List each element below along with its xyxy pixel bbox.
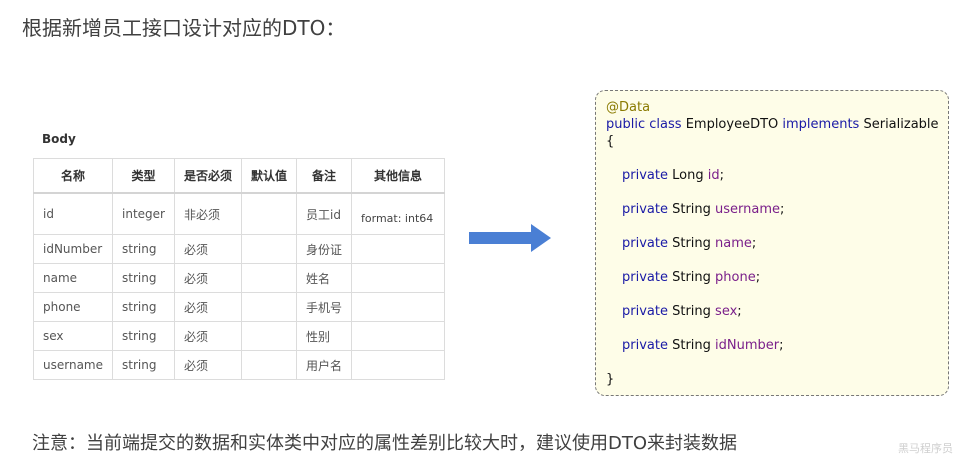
cell-extra [351,234,446,264]
cell-remark: 手机号 [295,292,353,322]
code-field-name: phone [715,270,756,285]
table-row: name string 必须 姓名 [33,263,446,293]
cell-name: idNumber [33,234,113,264]
code-open-brace: { [606,134,615,149]
header-default: 默认值 [240,158,298,194]
cell-type: string [112,350,175,380]
table-header-row: 名称 类型 是否必须 默认值 备注 其他信息 [33,158,446,194]
code-field-modifier: private [622,168,668,183]
cell-remark: 身份证 [295,234,353,264]
header-name: 名称 [33,158,113,194]
code-field: private String username; [622,202,785,217]
cell-name: username [33,350,113,380]
cell-default [240,263,298,293]
code-field-name: username [715,202,781,217]
header-type: 类型 [112,158,175,194]
code-field-type: String [672,236,711,251]
code-field-modifier: private [622,338,668,353]
code-field-name: name [715,236,752,251]
cell-extra [351,263,446,293]
cell-remark: 姓名 [295,263,353,293]
cell-extra [351,292,446,322]
code-field-type: Long [672,168,704,183]
code-class-declaration: public class EmployeeDTO implements Seri… [606,116,939,133]
cell-default [240,192,298,235]
header-required: 是否必须 [173,158,242,194]
code-field: private Long id; [622,168,724,183]
cell-required: 必须 [173,292,242,322]
code-keyword-class: class [649,117,682,132]
table-row: id integer 非必须 员工id format: int64 [33,192,446,235]
code-block: @Data public class EmployeeDTO implement… [595,90,949,396]
cell-remark: 员工id [295,192,353,235]
cell-name: name [33,263,113,293]
cell-required: 必须 [173,321,242,351]
cell-required: 必须 [173,234,242,264]
code-field-modifier: private [622,236,668,251]
code-field-name: idNumber [715,338,780,353]
params-table: 名称 类型 是否必须 默认值 备注 其他信息 id integer 非必须 员工… [33,158,446,380]
page-title: 根据新增员工接口设计对应的DTO： [22,16,346,40]
table-row: sex string 必须 性别 [33,321,446,351]
code-close-brace: } [606,372,615,387]
code-field-type: String [672,202,711,217]
code-field-type: String [672,304,711,319]
body-label: Body [42,132,76,146]
cell-required: 非必须 [173,192,242,235]
cell-extra: format: int64 [351,192,446,235]
code-field: private String idNumber; [622,338,784,353]
watermark-logo: 黑马程序员 [898,442,953,455]
cell-remark: 用户名 [295,350,353,380]
cell-type: string [112,234,175,264]
cell-extra [351,321,446,351]
code-field: private String phone; [622,270,761,285]
table-row: phone string 必须 手机号 [33,292,446,322]
cell-required: 必须 [173,350,242,380]
code-field-name: id [707,168,720,183]
code-field-modifier: private [622,270,668,285]
cell-extra [351,350,446,380]
table-row: username string 必须 用户名 [33,350,446,380]
cell-type: string [112,263,175,293]
cell-type: string [112,321,175,351]
cell-name: phone [33,292,113,322]
cell-default [240,292,298,322]
cell-required: 必须 [173,263,242,293]
code-field-type: String [672,338,711,353]
code-field: private String name; [622,236,757,251]
cell-remark: 性别 [295,321,353,351]
code-keyword-implements: implements [782,117,860,132]
cell-default [240,234,298,264]
code-field-modifier: private [622,202,668,217]
note-text: 注意：当前端提交的数据和实体类中对应的属性差别比较大时，建议使用DTO来封装数据 [32,433,738,454]
code-field-type: String [672,270,711,285]
code-annotation: @Data [606,100,651,115]
cell-default [240,321,298,351]
table-row: idNumber string 必须 身份证 [33,234,446,264]
code-field-name: sex [715,304,738,319]
cell-name: sex [33,321,113,351]
right-arrow-icon [469,224,551,252]
cell-type: string [112,292,175,322]
header-extra: 其他信息 [351,158,446,194]
cell-type: integer [112,192,175,235]
header-remark: 备注 [295,158,353,194]
code-keyword-public: public [606,117,646,132]
cell-default [240,350,298,380]
code-class-name: EmployeeDTO [685,117,779,132]
code-field: private String sex; [622,304,742,319]
code-field-modifier: private [622,304,668,319]
cell-name: id [33,192,113,235]
code-interface-name: Serializable [863,117,939,132]
